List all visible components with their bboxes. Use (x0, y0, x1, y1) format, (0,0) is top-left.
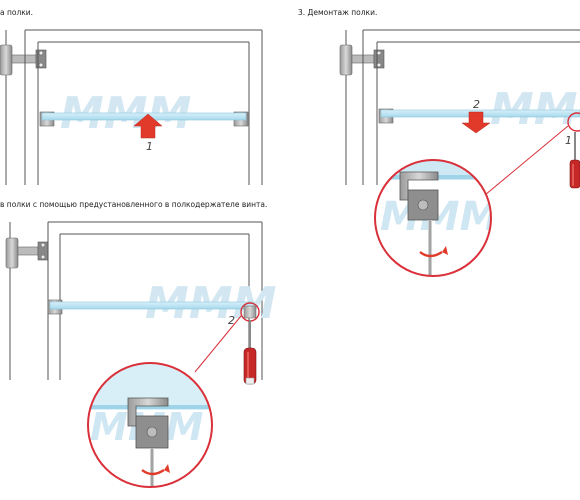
cabinet-frame (24, 29, 263, 185)
callout-leader (484, 125, 569, 196)
callout-leader (194, 315, 242, 373)
panel-step-1: MMM 1 (0, 29, 263, 185)
callout-small-circle (567, 112, 580, 132)
step-1-caption: а полки. (0, 8, 34, 17)
step-2-screw-label: 2 (228, 314, 235, 327)
panel-step-2: MMM 2 MMM (5, 221, 276, 488)
up-arrow-icon (133, 113, 163, 139)
step-2-caption: в полки с помощью предустановленного в п… (0, 200, 268, 209)
step-1-arrow-label: 1 (146, 140, 153, 153)
bracket-icon (399, 171, 439, 221)
down-arrow-icon (461, 111, 491, 134)
step-3-caption: 3. Демонтаж полки. (298, 8, 378, 17)
glass-shelf (49, 301, 255, 310)
magnified-detail-2: MMM (87, 362, 213, 488)
watermark-logo: MM (490, 84, 578, 135)
magnified-detail-3: MMM (374, 159, 499, 277)
hinge-icon (5, 237, 49, 269)
shelf-support-right (243, 305, 257, 319)
step-3-arrow-label: 2 (473, 98, 480, 111)
step-3-screw-label: 1 (565, 134, 572, 147)
screwdriver-icon (569, 132, 580, 189)
screwdriver-icon (243, 320, 257, 385)
rotate-arrow-icon (141, 468, 165, 476)
cabinet-frame (362, 29, 580, 185)
rotate-arrow-icon (419, 250, 443, 258)
hinge-icon (0, 44, 47, 76)
panel-step-3: MM 2 1 MMM (339, 29, 580, 277)
svg-text:MMM: MMM (380, 194, 499, 240)
